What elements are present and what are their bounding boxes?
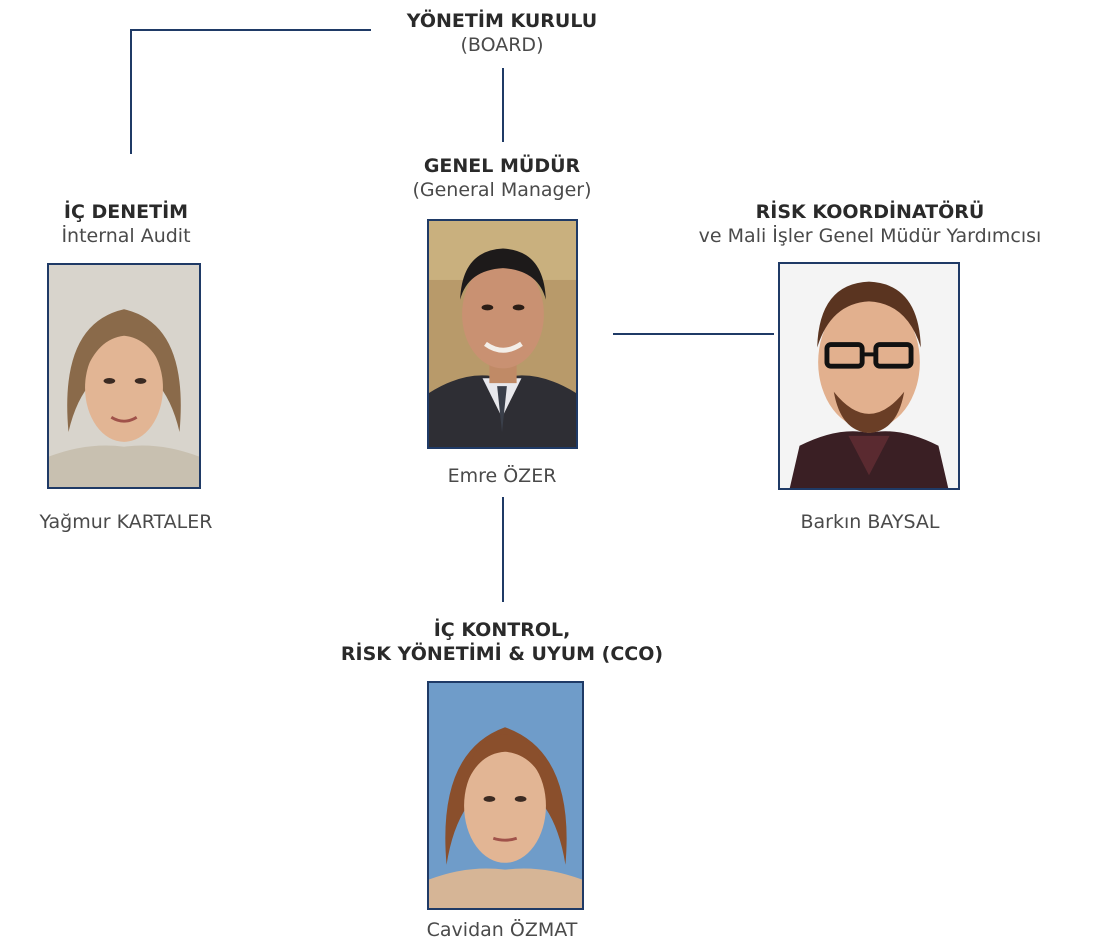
connector-gm-to-control [502, 497, 504, 602]
risk-coordinator-node: RİSK KOORDİNATÖRÜ ve Mali İşler Genel Mü… [699, 200, 1042, 248]
general-manager-name: Emre ÖZER [447, 465, 557, 487]
internal-control-name: Cavidan ÖZMAT [426, 919, 578, 941]
risk-coordinator-photo [778, 262, 960, 490]
connector-board-to-gm [502, 68, 504, 142]
internal-control-node: İÇ KONTROL, RİSK YÖNETİMİ & UYUM (CCO) [341, 618, 663, 666]
internal-audit-node: İÇ DENETİM İnternal Audit [61, 200, 190, 248]
board-subtitle: (BOARD) [460, 34, 544, 56]
connector-board-to-audit-vertical [130, 29, 132, 154]
connector-gm-to-risk [613, 333, 774, 335]
internal-audit-photo [47, 263, 201, 489]
general-manager-node: GENEL MÜDÜR (General Manager) [412, 154, 591, 202]
general-manager-title: GENEL MÜDÜR [423, 155, 581, 177]
general-manager-photo [427, 219, 578, 449]
risk-coordinator-title: RİSK KOORDİNATÖRÜ [755, 201, 985, 223]
internal-control-title-line1: İÇ KONTROL, [433, 619, 571, 641]
internal-control-photo [427, 681, 584, 910]
internal-audit-title: İÇ DENETİM [63, 201, 189, 223]
general-manager-subtitle: (General Manager) [412, 179, 592, 201]
internal-audit-name: Yağmur KARTALER [39, 511, 213, 533]
internal-control-title-line2: RİSK YÖNETİMİ & UYUM (CCO) [340, 643, 664, 665]
connector-board-to-audit-horizontal [130, 29, 371, 31]
internal-audit-subtitle: İnternal Audit [61, 225, 191, 247]
board-node: YÖNETİM KURULU (BOARD) [407, 9, 597, 57]
risk-coordinator-subtitle: ve Mali İşler Genel Müdür Yardımcısı [698, 225, 1042, 247]
board-title: YÖNETİM KURULU [406, 10, 598, 32]
risk-coordinator-name: Barkın BAYSAL [800, 511, 940, 533]
